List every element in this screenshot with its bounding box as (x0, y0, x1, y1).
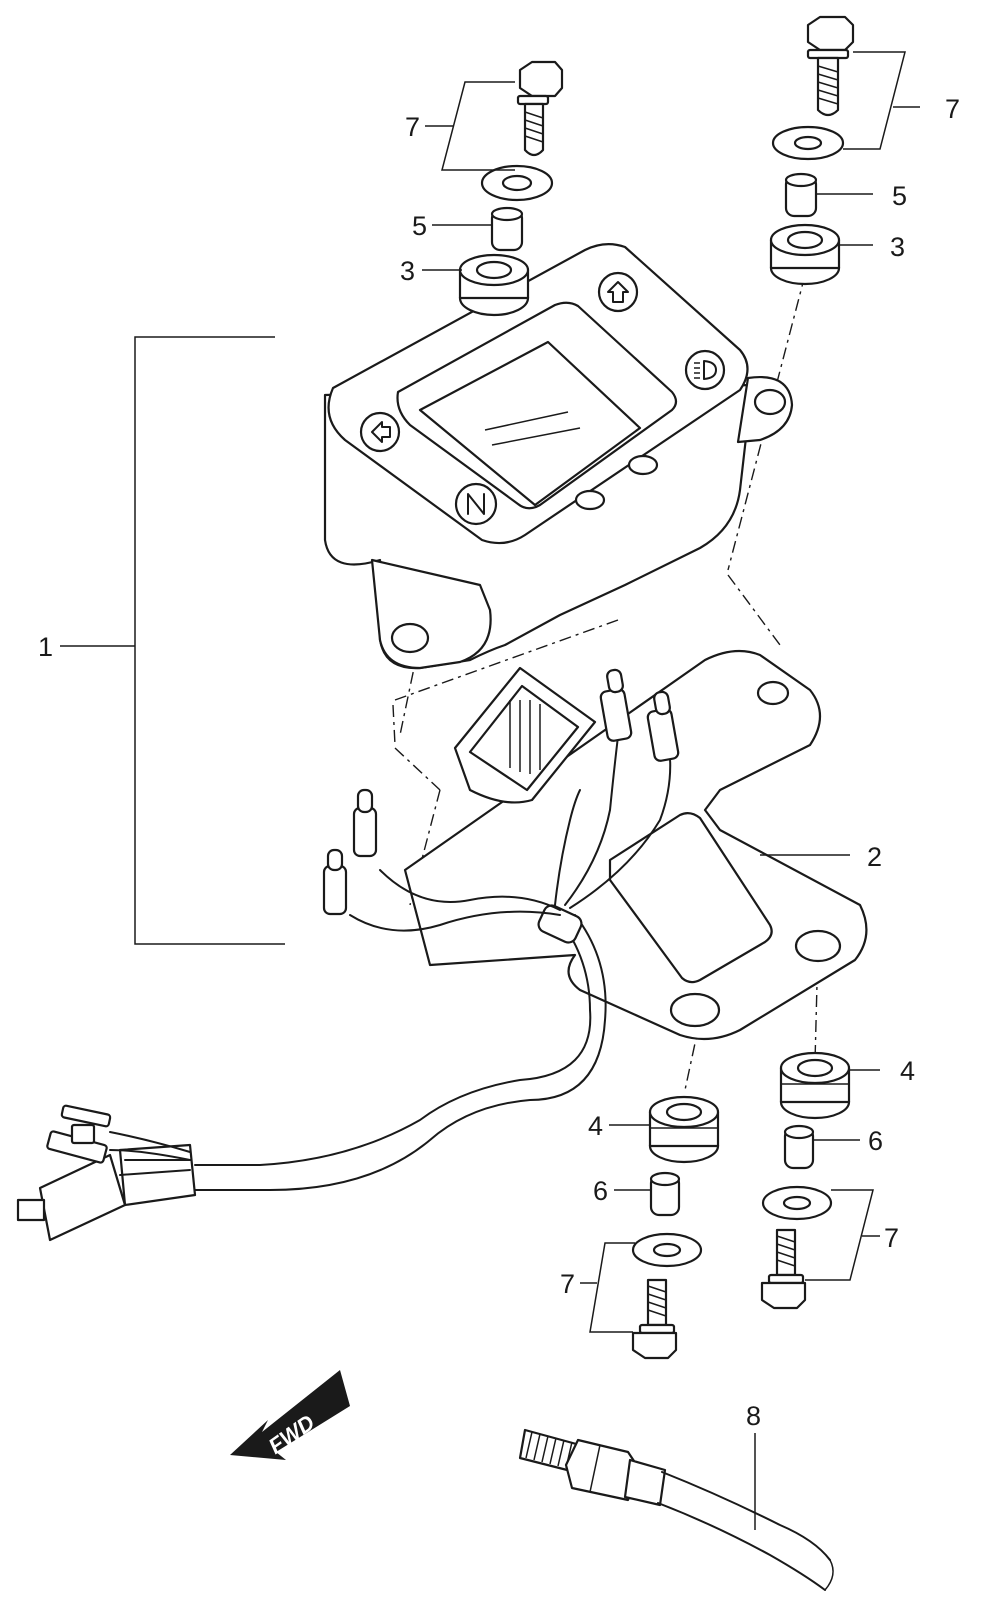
neutral-n-icon (454, 482, 498, 526)
meter-bracket (403, 649, 868, 1041)
callout-6-left: 6 (593, 1176, 608, 1206)
wiring-harness (16, 668, 680, 1242)
speedometer-cable (518, 1428, 834, 1591)
callout-labels: 1 2 3 3 4 4 5 5 6 6 7 7 7 7 8 (38, 94, 960, 1431)
callout-2: 2 (867, 842, 882, 872)
callout-5-left: 5 (412, 211, 427, 241)
fastener-stack-top-right (769, 15, 855, 286)
callout-7-bottom-right: 7 (884, 1223, 899, 1253)
speedometer-assembly (323, 243, 794, 670)
high-beam-icon (684, 349, 726, 391)
callout-3-left: 3 (400, 256, 415, 286)
callout-8: 8 (746, 1401, 761, 1431)
callout-4-right: 4 (900, 1056, 915, 1086)
fastener-stack-bottom-left (631, 1095, 720, 1360)
arrow-left-icon (359, 411, 401, 453)
fastener-stack-top-left (458, 60, 564, 317)
assembly-bracket-1 (60, 336, 285, 945)
arrow-up-icon (597, 271, 639, 313)
leader-lines (422, 51, 920, 1530)
callout-7-bottom-left: 7 (560, 1269, 575, 1299)
callout-7-top-right: 7 (945, 94, 960, 124)
fastener-stack-bottom-right (760, 1051, 851, 1310)
callout-1: 1 (38, 632, 53, 662)
meter-connector (453, 666, 597, 804)
forward-direction-arrow: FWD (230, 1370, 350, 1460)
callout-7-top-left: 7 (405, 112, 420, 142)
callout-4-left: 4 (588, 1111, 603, 1141)
callout-5-right: 5 (892, 181, 907, 211)
callout-6-right: 6 (868, 1126, 883, 1156)
callout-3-right: 3 (890, 232, 905, 262)
